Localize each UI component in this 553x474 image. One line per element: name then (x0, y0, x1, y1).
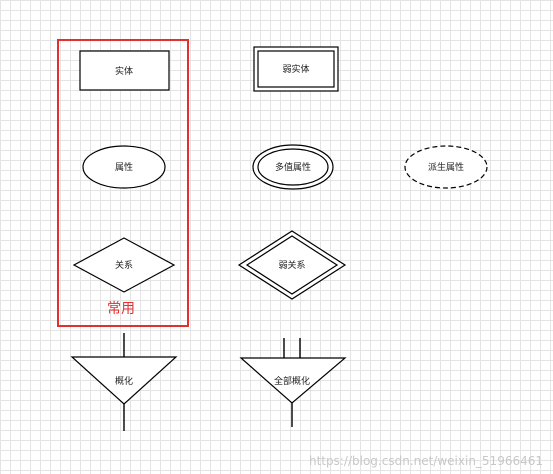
weak-relationship-label: 弱关系 (278, 259, 305, 271)
multivalued-attribute-label: 多值属性 (275, 161, 311, 173)
watermark-text: https://blog.csdn.net/weixin_51966461 (308, 454, 543, 468)
derived-attribute-shape[interactable]: 派生属性 (404, 145, 488, 189)
total-generalization-label: 全部概化 (274, 375, 310, 387)
generalization-shape[interactable]: 概化 (70, 333, 178, 431)
weak-relationship-shape[interactable]: 弱关系 (237, 230, 347, 300)
relationship-label: 关系 (115, 259, 133, 271)
total-generalization-shape[interactable]: 全部概化 (239, 338, 347, 427)
entity-label: 实体 (115, 65, 133, 77)
entity-shape[interactable]: 实体 (79, 50, 170, 91)
common-label: 常用 (107, 301, 135, 317)
relationship-shape[interactable]: 关系 (72, 237, 176, 293)
derived-attribute-label: 派生属性 (428, 161, 464, 173)
weak-entity-shape[interactable]: 弱实体 (253, 46, 339, 92)
weak-entity-label: 弱实体 (282, 63, 309, 75)
attribute-shape[interactable]: 属性 (82, 145, 166, 189)
generalization-label: 概化 (115, 375, 133, 387)
multivalued-attribute-shape[interactable]: 多值属性 (252, 144, 334, 190)
attribute-label: 属性 (115, 161, 133, 173)
common-group-box (57, 39, 189, 327)
